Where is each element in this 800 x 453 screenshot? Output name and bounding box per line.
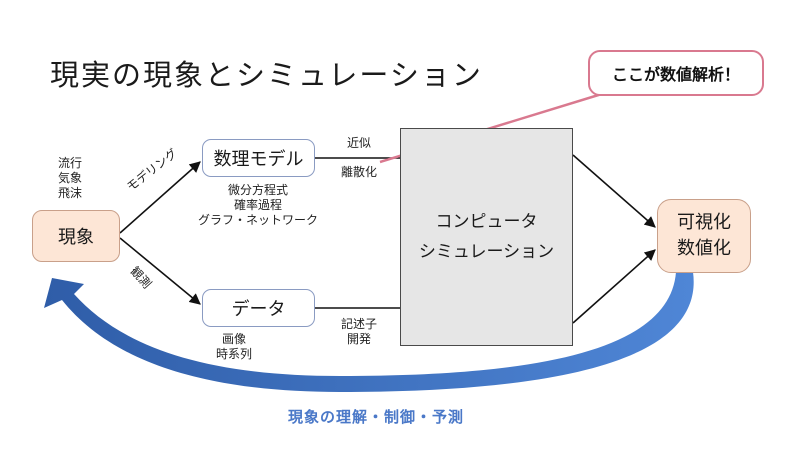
data-kinds: 画像 時系列 bbox=[214, 332, 254, 362]
simulation-line: シミュレーション bbox=[418, 242, 555, 262]
data-kind-label: 時系列 bbox=[215, 347, 252, 361]
model-kind-label: 確率過程 bbox=[233, 198, 282, 212]
example-label: 気象 bbox=[58, 171, 83, 185]
sim-to-viz-arrow-bottom bbox=[572, 249, 656, 324]
phenomenon-examples: 流行 気象 飛沫 bbox=[58, 156, 82, 201]
page-title: 現実の現象とシミュレーション bbox=[50, 58, 483, 92]
simulation-line: コンピュータ bbox=[435, 212, 538, 232]
model-kind-label: 微分方程式 bbox=[227, 183, 288, 197]
data-node: データ bbox=[202, 289, 315, 327]
approx-line: 近似 bbox=[346, 136, 371, 150]
data-kind-label: 画像 bbox=[221, 332, 246, 346]
math-model-node: 数理モデル bbox=[202, 139, 315, 177]
approx-line: 離散化 bbox=[340, 165, 377, 179]
descriptor-line: 記述子 bbox=[340, 317, 377, 331]
sim-to-viz-arrow-top bbox=[572, 154, 656, 228]
descriptor-label: 記述子 開発 bbox=[334, 317, 384, 347]
visualization-node: 可視化 数値化 bbox=[657, 199, 751, 273]
example-label: 飛沫 bbox=[58, 186, 83, 200]
observation-arrow bbox=[119, 237, 201, 305]
numerical-analysis-callout: ここが数値解析！ bbox=[588, 50, 764, 96]
feedback-label: 現象の理解・制御・予測 bbox=[288, 408, 465, 426]
approximation-label: 近似 離散化 bbox=[334, 136, 384, 180]
example-label: 流行 bbox=[58, 156, 83, 170]
visualization-line: 数値化 bbox=[677, 238, 731, 259]
modeling-arrow bbox=[119, 161, 201, 234]
phenomenon-node: 現象 bbox=[32, 210, 120, 262]
model-kind-label: グラフ・ネットワーク bbox=[197, 213, 318, 227]
descriptor-line: 開発 bbox=[346, 332, 371, 346]
model-kinds: 微分方程式 確率過程 グラフ・ネットワーク bbox=[178, 183, 338, 228]
visualization-line: 可視化 bbox=[677, 212, 731, 233]
computer-simulation-node: コンピュータ シミュレーション bbox=[400, 128, 573, 346]
